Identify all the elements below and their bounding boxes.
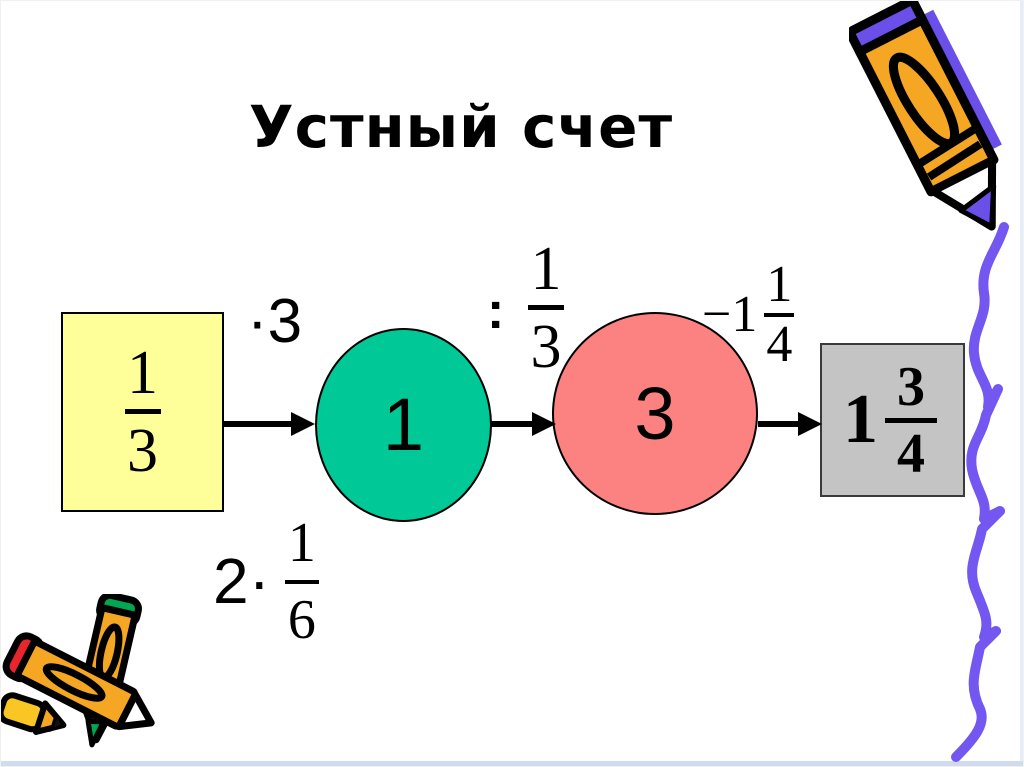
fraction-denominator: 4: [766, 316, 793, 374]
fraction: 1 4: [759, 256, 799, 374]
fraction-numerator: 1: [766, 256, 793, 313]
node-circle-1: 1: [315, 328, 492, 522]
slide-edge-bottom: [1, 761, 1023, 766]
fraction-numerator: 1: [127, 338, 158, 407]
fraction-bar: [528, 304, 564, 310]
fraction-bar: [764, 313, 795, 318]
crayons-icon: [1, 594, 155, 748]
fraction-denominator: 3: [530, 312, 562, 381]
op-subtract-prefix: −1: [702, 286, 758, 344]
mixed-whole: 1: [843, 381, 878, 458]
slide-title: Устный счет: [248, 93, 674, 161]
fraction-denominator: 6: [287, 588, 316, 651]
op-divide-fraction: 1 3: [523, 235, 569, 381]
op-subtract-label: −1 1 4: [702, 256, 799, 374]
fraction-bar: [284, 579, 319, 584]
fraction-numerator: 1: [287, 512, 316, 574]
node-value: 1: [382, 383, 425, 466]
arrow-shaft: [758, 421, 800, 427]
node-value: 3: [634, 371, 676, 455]
fraction-denominator: 3: [127, 416, 158, 485]
arrow-shaft: [223, 421, 293, 427]
arrow-shaft: [490, 421, 534, 427]
start-box: 1 3: [61, 312, 224, 512]
result-mixed-number: 1 3 4: [843, 355, 942, 485]
op-multiply-label: ·3: [247, 287, 303, 356]
pencil-icon: [849, 1, 1002, 231]
fraction-numerator: 1: [530, 235, 562, 303]
fraction: 1 3: [523, 235, 569, 381]
op-extra-expression: 2· 1 6: [213, 512, 324, 651]
fraction: 1 6: [280, 512, 324, 651]
fraction-bar: [885, 417, 937, 423]
fraction-bar: [124, 408, 161, 414]
op-extra-prefix: 2·: [213, 545, 270, 617]
fraction: 3 4: [880, 355, 942, 485]
arrowhead-icon: [532, 412, 556, 436]
fraction-numerator: 3: [897, 355, 925, 418]
node-circle-2: 3: [552, 312, 758, 515]
slide-edge-right: [1020, 1, 1023, 766]
arrowhead-icon: [798, 412, 822, 436]
squiggle-line-icon: [951, 222, 1009, 762]
fraction-denominator: 4: [897, 422, 925, 485]
arrowhead-icon: [291, 412, 315, 436]
op-divide-colon: :: [487, 282, 505, 340]
start-fraction: 1 3: [120, 338, 166, 485]
